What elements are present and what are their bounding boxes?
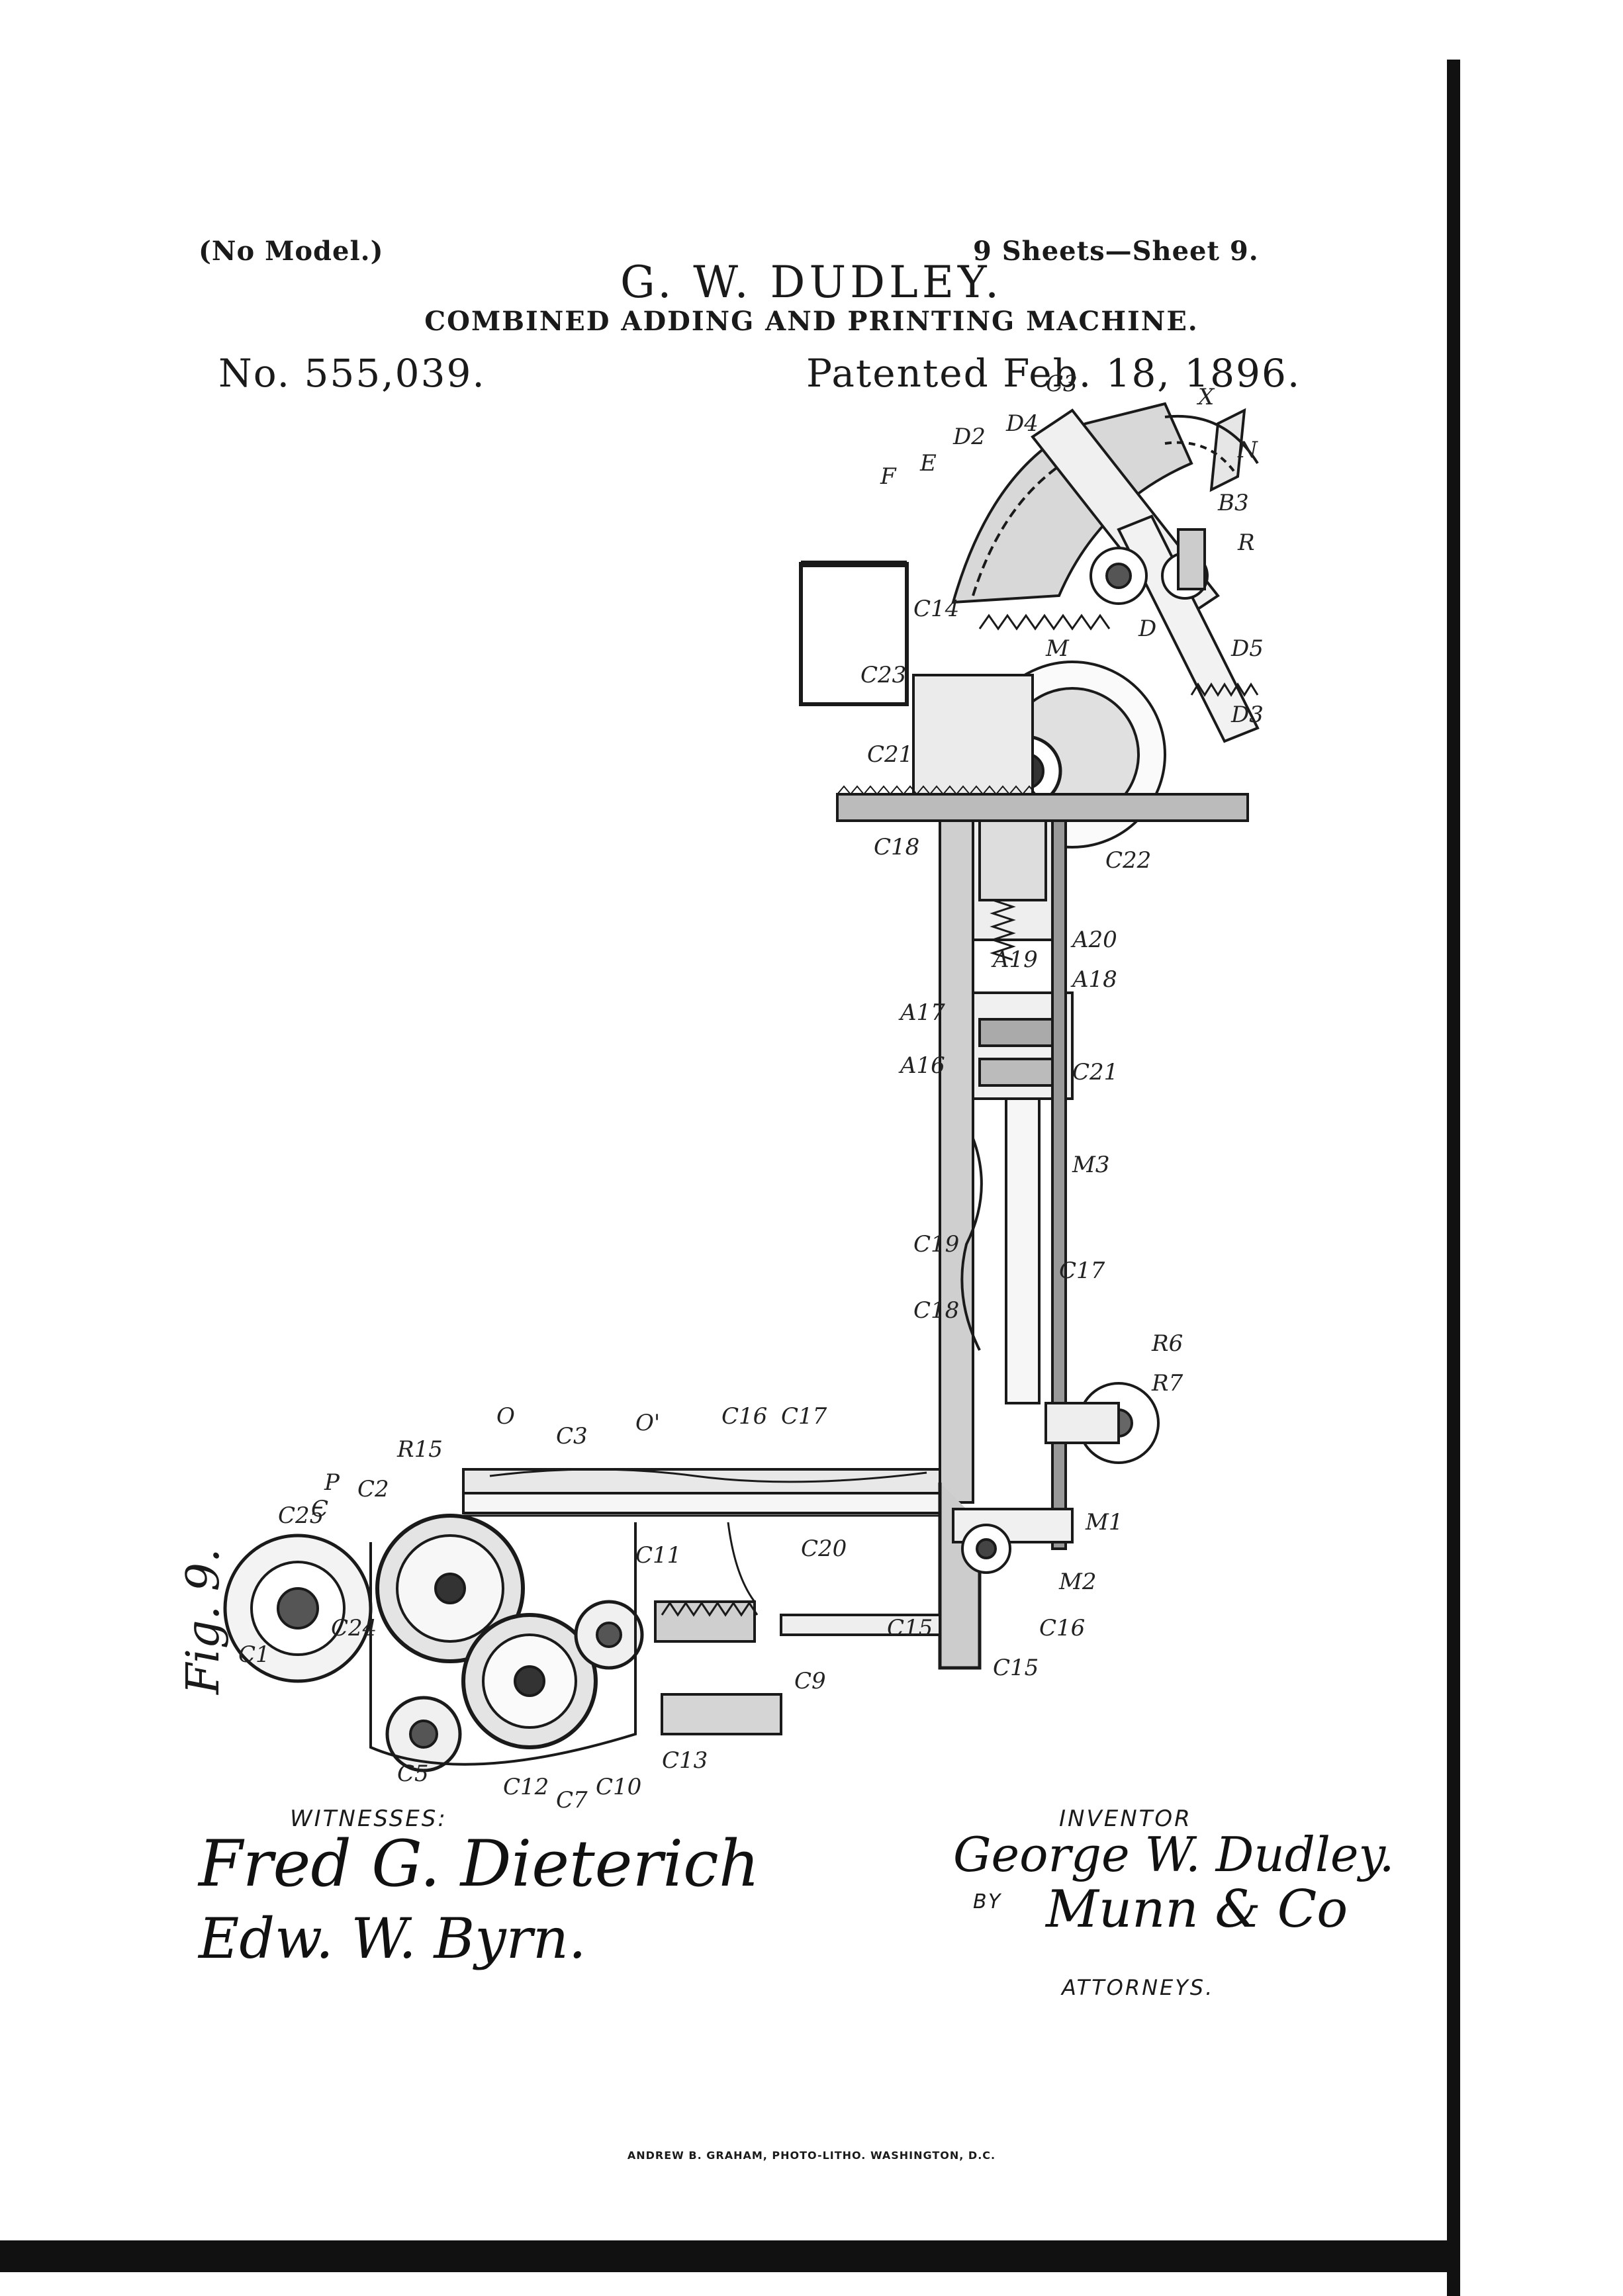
ref-label: C21 xyxy=(1072,1059,1119,1085)
ref-label: C16 xyxy=(721,1403,768,1430)
ref-label: C24 xyxy=(331,1615,377,1641)
inventor-label: INVENTOR xyxy=(1059,1806,1192,1832)
ref-label: B3 xyxy=(1218,490,1249,516)
ref-label: N xyxy=(1238,437,1258,463)
ref-label: D4 xyxy=(1006,410,1039,437)
ref-label: C13 xyxy=(662,1747,708,1774)
page-bottom-border xyxy=(0,2240,1460,2272)
ref-label: C10 xyxy=(596,1774,642,1800)
ref-label: M3 xyxy=(1072,1152,1110,1178)
ref-label: A18 xyxy=(1072,966,1117,993)
ref-label: C11 xyxy=(635,1542,682,1569)
witnesses-label: WITNESSES: xyxy=(290,1806,447,1832)
ref-label: R15 xyxy=(397,1436,443,1463)
lithographer-credit: ANDREW B. GRAHAM, PHOTO-LITHO. WASHINGTO… xyxy=(627,2149,996,2162)
ref-label: C15 xyxy=(887,1615,933,1641)
ref-label: C22 xyxy=(1105,847,1152,874)
ref-label: C21 xyxy=(867,741,913,768)
sheet-number: 9 Sheets—Sheet 9. xyxy=(973,236,1259,267)
ref-label: A19 xyxy=(993,946,1038,973)
patent-number: No. 555,039. xyxy=(218,351,486,396)
ref-label: C2 xyxy=(357,1476,389,1502)
ref-label: C17 xyxy=(1059,1258,1105,1284)
figure-label: Fig. 9. xyxy=(177,1548,230,1696)
ref-label: C20 xyxy=(801,1536,847,1562)
patented-date: Patented Feb. 18, 1896. xyxy=(806,351,1301,396)
ref-label: F xyxy=(880,463,896,490)
ref-label: C18 xyxy=(913,1297,960,1324)
ref-label: D5 xyxy=(1231,635,1264,662)
ref-label: C17 xyxy=(781,1403,827,1430)
inventor-name-heading: G. W. DUDLEY. xyxy=(620,257,1003,308)
ref-label: E xyxy=(920,450,937,477)
ref-label: C12 xyxy=(503,1774,549,1800)
patent-title: COMBINED ADDING AND PRINTING MACHINE. xyxy=(424,306,1199,337)
witness-signature-1: Fred G. Dieterich xyxy=(199,1827,760,1901)
attorney-signature: Munn & Co xyxy=(1046,1880,1348,1939)
attorneys-label: ATTORNEYS. xyxy=(1062,1975,1215,2000)
witness-signature-2: Edw. W. Byrn. xyxy=(199,1906,586,1971)
ref-label: M xyxy=(1046,635,1069,662)
ref-label: A20 xyxy=(1072,927,1117,953)
ref-label: A17 xyxy=(900,999,945,1026)
ref-label: C18 xyxy=(874,834,920,860)
ref-label: R7 xyxy=(1152,1370,1183,1397)
ref-label: P xyxy=(324,1469,340,1496)
ref-label: C16 xyxy=(1039,1615,1086,1641)
ref-label: R6 xyxy=(1152,1330,1183,1357)
ref-label: C9 xyxy=(794,1668,826,1694)
by-label: BY xyxy=(973,1890,1003,1913)
ref-label: R xyxy=(1238,529,1255,556)
ref-label: A16 xyxy=(900,1052,945,1079)
ref-label: C15 xyxy=(993,1655,1039,1681)
ref-label: M2 xyxy=(1059,1569,1097,1595)
ref-label: D2 xyxy=(953,424,986,450)
ref-label: C xyxy=(311,1496,329,1522)
no-model-note: (No Model.) xyxy=(199,236,384,267)
ref-label: C1 xyxy=(238,1641,270,1668)
page-right-border xyxy=(1447,60,1460,2296)
ref-label: C3 xyxy=(1046,371,1078,397)
ref-label: C3 xyxy=(556,1423,588,1449)
ref-label: O xyxy=(496,1403,515,1430)
ref-label: C23 xyxy=(860,662,907,688)
ref-label: M1 xyxy=(1086,1509,1123,1536)
ref-label: D xyxy=(1138,616,1157,642)
ref-label: C14 xyxy=(913,596,960,622)
ref-label: D3 xyxy=(1231,702,1264,728)
ref-label: C7 xyxy=(556,1787,588,1814)
ref-label: O' xyxy=(635,1410,661,1436)
ref-label: C25 xyxy=(278,1502,324,1529)
inventor-signature: George W. Dudley. xyxy=(953,1827,1395,1882)
ref-label: X xyxy=(1198,384,1215,410)
ref-label: C5 xyxy=(397,1761,429,1787)
ref-label: C19 xyxy=(913,1231,960,1258)
